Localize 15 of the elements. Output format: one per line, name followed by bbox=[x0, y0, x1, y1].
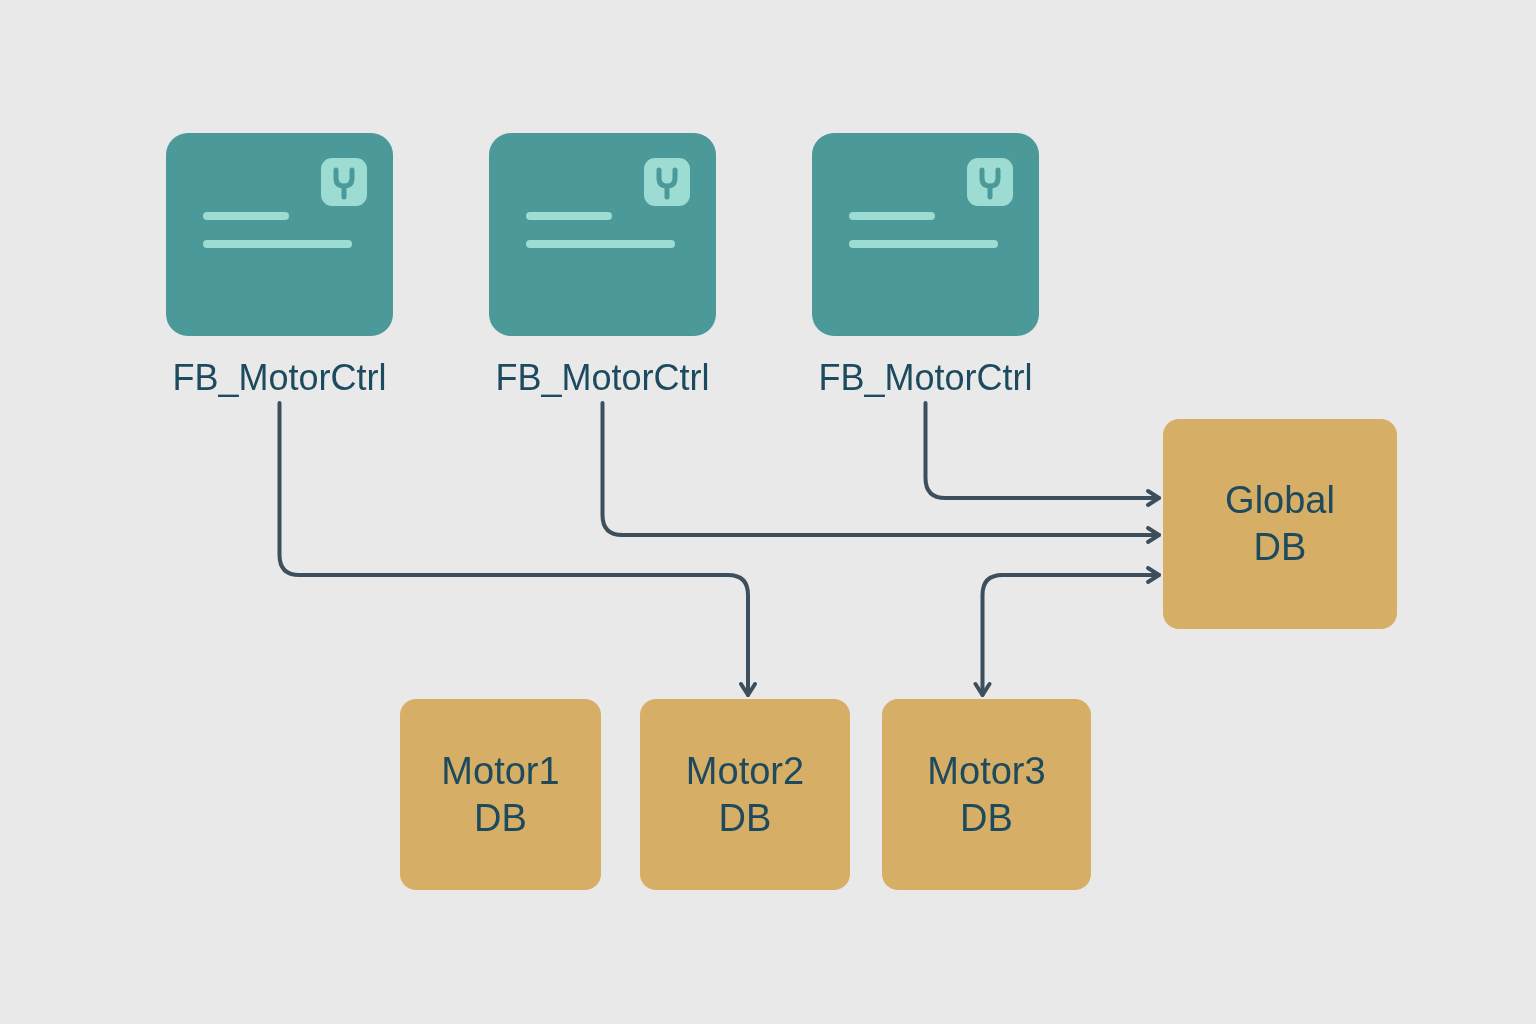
block-label: FB_MotorCtrl bbox=[818, 356, 1033, 400]
block-label: FB_MotorCtrl bbox=[495, 356, 710, 400]
data-block-box bbox=[640, 699, 850, 890]
data-block-title: Global DB bbox=[1224, 478, 1336, 570]
arrow bbox=[923, 401, 1161, 507]
block-label: FB_MotorCtrl bbox=[172, 356, 387, 400]
data-block-title: Motor1 DB bbox=[440, 748, 561, 841]
data-block-title: Motor3 DB bbox=[926, 748, 1047, 841]
data-block-box bbox=[400, 699, 601, 890]
data-block-box bbox=[882, 699, 1091, 890]
arrow bbox=[277, 401, 757, 697]
arrow bbox=[973, 566, 1161, 697]
arrow bbox=[600, 401, 1161, 544]
data-block-box bbox=[1163, 419, 1397, 629]
data-block-title: Motor2 DB bbox=[684, 748, 806, 841]
